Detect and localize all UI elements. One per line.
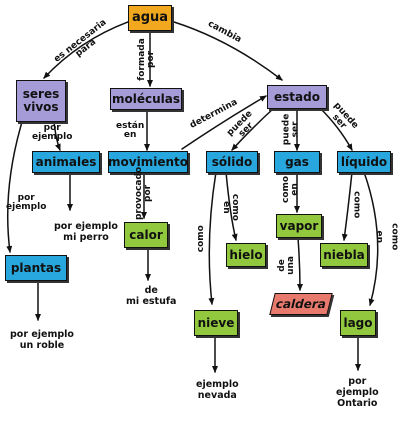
node-movimiento: movimiento: [108, 151, 188, 173]
edge-vapor-caldera: [296, 237, 303, 291]
caption-mi-perro: por ejemplo mi perro: [54, 221, 118, 243]
edge-agua-seres-vivos: [43, 21, 129, 79]
node-gas: gas: [274, 151, 320, 173]
label-de-una: de una: [277, 255, 297, 275]
edge-estado-liquido: [319, 107, 353, 151]
node-caldera: caldera: [269, 293, 333, 315]
node-liquido: líquido: [337, 151, 391, 173]
edge-solido-nieve: [208, 171, 217, 305]
node-vapor: vapor: [276, 214, 322, 238]
node-niebla: niebla: [320, 243, 368, 267]
edge-seres-vivos-animales: [53, 121, 61, 151]
node-animales: animales: [32, 151, 100, 173]
node-nieve: nieve: [194, 310, 238, 336]
edge-liquido-lago: [363, 171, 379, 306]
label-estan-en: están en: [116, 121, 145, 141]
caption-nevada: ejemplo nevada: [196, 379, 239, 401]
node-agua: agua: [128, 5, 172, 31]
label-formada-por: formada por: [136, 38, 157, 81]
edge-seres-vivos-plantas: [6, 121, 23, 253]
edge-liquido-niebla: [341, 171, 353, 241]
edge-movimiento-estado: [181, 95, 267, 150]
node-lago: lago: [340, 310, 376, 336]
edge-agua-estado: [173, 21, 283, 81]
label-en-lago: en: [373, 230, 384, 243]
node-estado: estado: [267, 85, 327, 109]
node-seres-vivos: seres vivos: [16, 80, 66, 122]
node-hielo: hielo: [226, 243, 266, 267]
label-puede-ser-gas: puede ser: [281, 113, 301, 146]
label-provocado-por: provocado por: [134, 166, 154, 221]
caption-un-roble: por ejemplo un roble: [10, 329, 74, 351]
label-como-en-vapor: como en: [281, 175, 301, 203]
caption-ontario: por ejemplo Ontario: [336, 376, 379, 409]
label-como-en-hielo: como en: [220, 193, 240, 221]
node-calor: calor: [124, 222, 168, 248]
label-como-niebla: como: [351, 191, 362, 219]
label-como-lago: como: [389, 223, 400, 251]
node-plantas: plantas: [5, 255, 67, 281]
node-solido: sólido: [206, 151, 258, 173]
label-como-nieve: como: [195, 225, 206, 253]
label-por-ejemplo-plantas: por ejemplo: [6, 193, 47, 213]
caption-mi-estufa: de mi estufa: [126, 285, 177, 307]
node-moleculas: moléculas: [110, 88, 182, 110]
edge-solido-hielo: [225, 171, 238, 241]
label-por-ejemplo-animales: por ejemplo: [32, 123, 73, 143]
edge-estado-solido: [231, 107, 275, 151]
